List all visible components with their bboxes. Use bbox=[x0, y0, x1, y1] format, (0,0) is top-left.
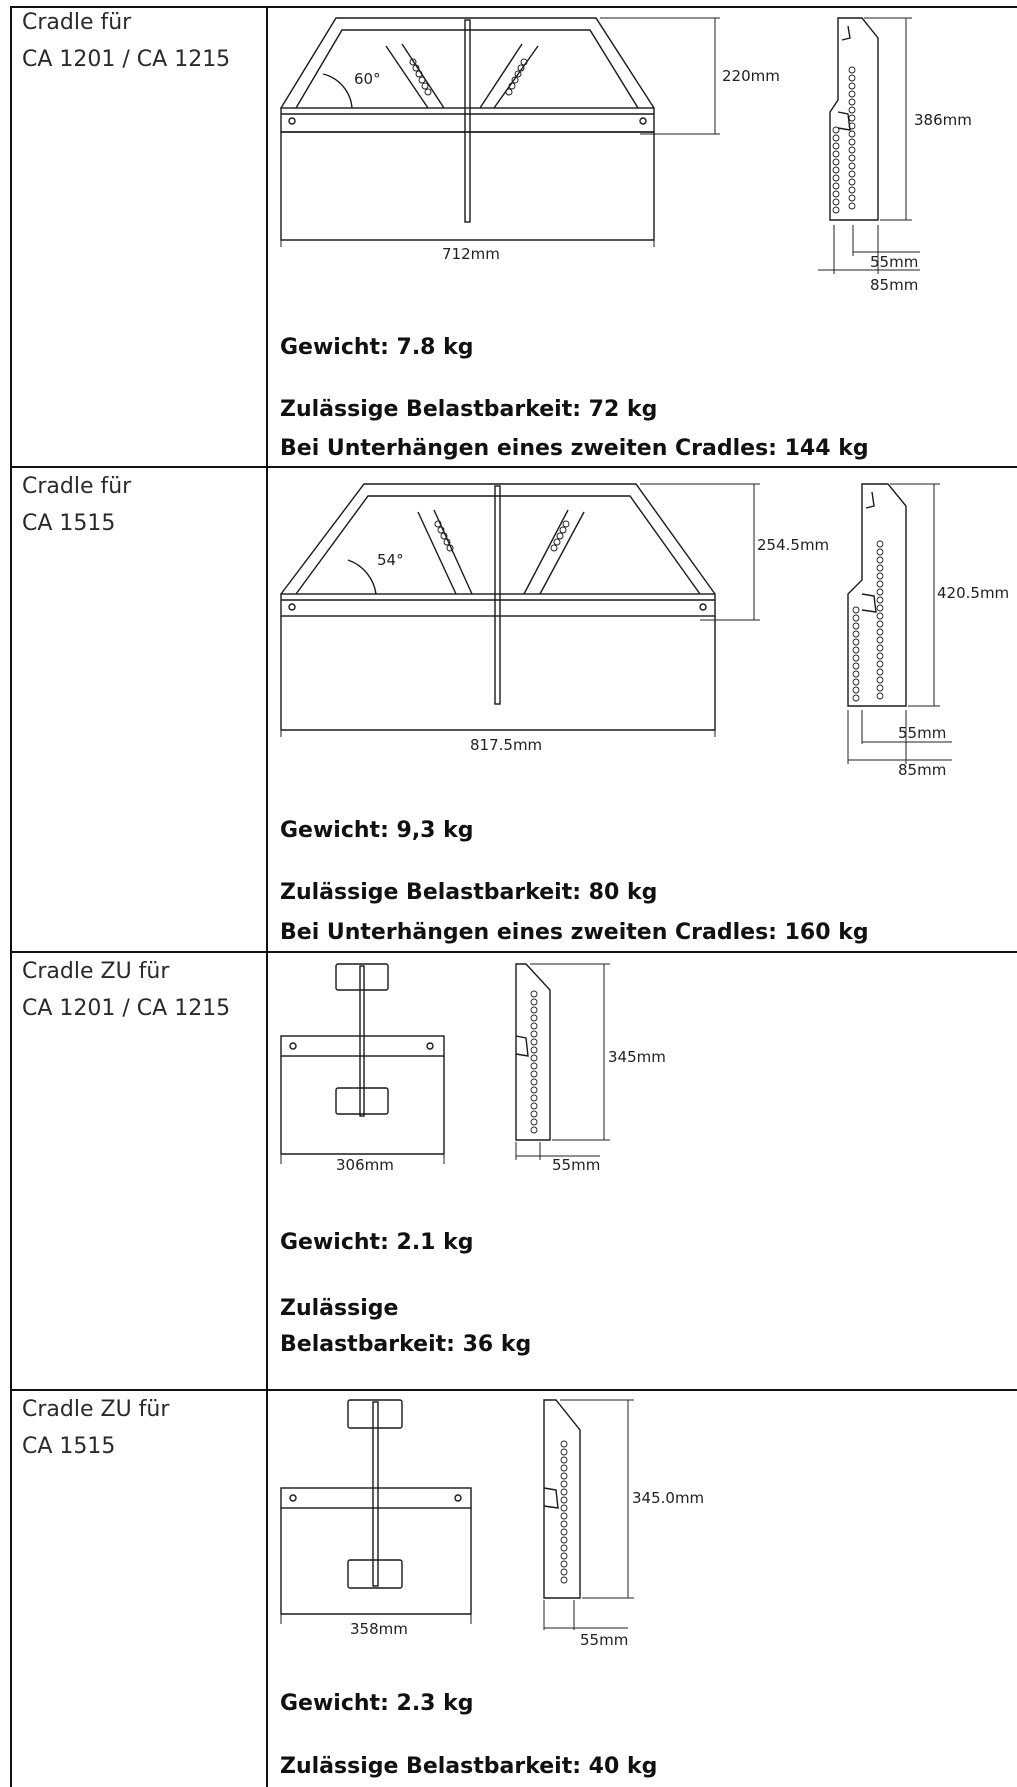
cradle-zu-side-drawing: 345.0mm 55mm bbox=[543, 1399, 704, 1649]
weight-text: Gewicht: 2.1 kg bbox=[280, 1230, 474, 1255]
angle-label: 60° bbox=[354, 70, 381, 88]
table-border-left bbox=[10, 6, 12, 1787]
row-divider bbox=[10, 951, 1017, 953]
angle-label: 54° bbox=[377, 551, 404, 569]
width-dimension: 306mm bbox=[336, 1156, 394, 1174]
height-dimension: 220mm bbox=[722, 67, 780, 85]
weight-text: Gewicht: 9,3 kg bbox=[280, 818, 474, 843]
row-label-line: Cradle für bbox=[22, 10, 132, 35]
row-label: Cradle ZU für CA 1201 / CA 1215 bbox=[22, 953, 230, 1027]
side-inner-dimension: 55mm bbox=[552, 1156, 600, 1174]
cradle-zu-side-drawing: 345mm 55mm bbox=[515, 963, 666, 1174]
load-text: Zulässige Belastbarkeit: 72 kg bbox=[280, 397, 658, 422]
table-column-divider bbox=[266, 6, 268, 1787]
row-label: Cradle für CA 1201 / CA 1215 bbox=[22, 4, 230, 78]
row-label-line: CA 1515 bbox=[22, 1434, 116, 1459]
cradle-front-drawing: 60° 220mm 712mm bbox=[280, 17, 780, 263]
row-label-line: Cradle ZU für bbox=[22, 1397, 170, 1422]
side-inner-dimension: 55mm bbox=[580, 1631, 628, 1649]
load-text: Zulässige Belastbarkeit: 80 kg bbox=[280, 880, 658, 905]
row-label-line: CA 1515 bbox=[22, 511, 116, 536]
side-height-dimension: 345mm bbox=[608, 1048, 666, 1066]
load-text: Zulässige Belastbarkeit: 36 kg bbox=[280, 1291, 531, 1363]
load-secondary-text: Bei Unterhängen eines zweiten Cradles: 1… bbox=[280, 436, 869, 461]
height-dimension: 254.5mm bbox=[757, 536, 829, 554]
row-label: Cradle ZU für CA 1515 bbox=[22, 1391, 169, 1465]
side-height-dimension: 386mm bbox=[914, 111, 972, 129]
table-border-top bbox=[10, 6, 1017, 8]
cradle-side-drawing: 420.5mm 55mm 85mm bbox=[847, 483, 1009, 779]
load-text: Zulässige Belastbarkeit: 40 kg bbox=[280, 1754, 658, 1779]
side-inner-dimension: 55mm bbox=[898, 724, 946, 742]
cradle-front-drawing: 54° 254.5mm 817.5mm bbox=[280, 483, 829, 754]
load-text-line: Zulässige bbox=[280, 1296, 399, 1321]
row-divider bbox=[10, 466, 1017, 468]
row-divider bbox=[10, 1389, 1017, 1391]
load-secondary-text: Bei Unterhängen eines zweiten Cradles: 1… bbox=[280, 920, 869, 945]
width-dimension: 817.5mm bbox=[470, 736, 542, 754]
row-label-line: Cradle ZU für bbox=[22, 959, 170, 984]
side-height-dimension: 420.5mm bbox=[937, 584, 1009, 602]
width-dimension: 712mm bbox=[442, 245, 500, 263]
weight-text: Gewicht: 2.3 kg bbox=[280, 1691, 474, 1716]
row-label: Cradle für CA 1515 bbox=[22, 468, 131, 542]
side-height-dimension: 345.0mm bbox=[632, 1489, 704, 1507]
cradle-side-drawing: 386mm 55mm 85mm bbox=[818, 17, 972, 294]
row-label-line: CA 1201 / CA 1215 bbox=[22, 996, 231, 1021]
load-text-line: Belastbarkeit: 36 kg bbox=[280, 1332, 532, 1357]
side-outer-dimension: 85mm bbox=[870, 276, 918, 294]
row-label-line: CA 1201 / CA 1215 bbox=[22, 47, 231, 72]
side-inner-dimension: 55mm bbox=[870, 253, 918, 271]
side-outer-dimension: 85mm bbox=[898, 761, 946, 779]
cradle-zu-front-drawing: 358mm bbox=[280, 1399, 472, 1638]
row-label-line: Cradle für bbox=[22, 474, 132, 499]
weight-text: Gewicht: 7.8 kg bbox=[280, 335, 474, 360]
cradle-zu-front-drawing: 306mm bbox=[280, 963, 445, 1174]
width-dimension: 358mm bbox=[350, 1620, 408, 1638]
